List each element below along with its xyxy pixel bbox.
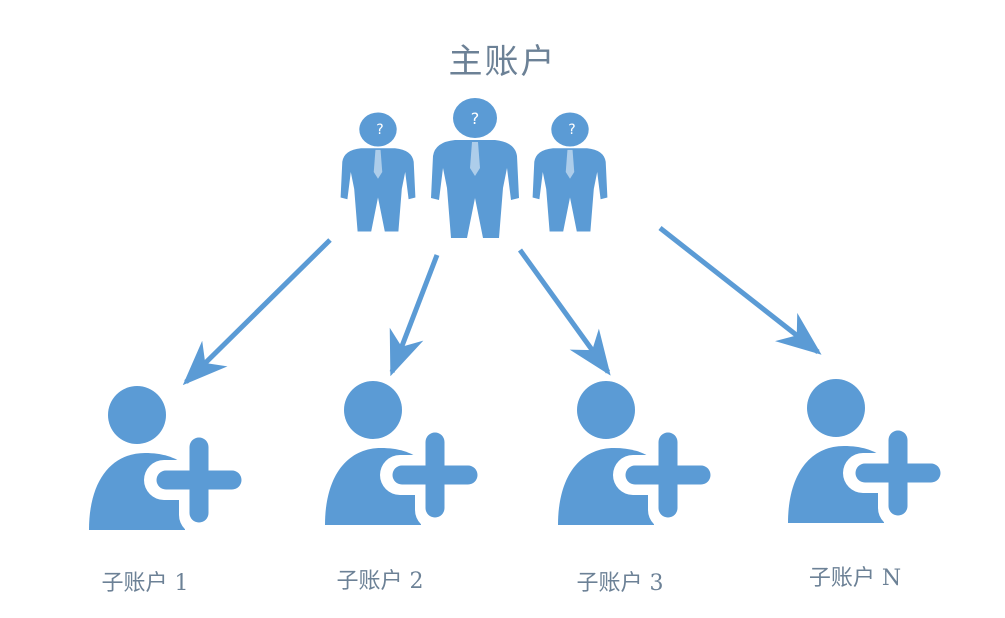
add-user-icon: [558, 381, 703, 525]
main-account-title: 主账户: [448, 42, 557, 82]
sub-account-label-1: 子账户 1: [101, 571, 189, 596]
arrow-to-sub-3: [517, 248, 611, 376]
question-mark: ?: [376, 122, 383, 138]
sub-account-label-2: 子账户 2: [336, 569, 424, 594]
question-mark: ?: [568, 122, 575, 138]
add-user-icon: [89, 386, 234, 530]
arrow-to-sub-2: [389, 254, 440, 377]
question-mark: ?: [471, 109, 480, 128]
add-user-icon: [325, 381, 470, 525]
add-user-icon: [788, 379, 933, 523]
arrow-to-sub-n: [658, 226, 822, 355]
arrow-to-sub-1: [182, 238, 332, 386]
main-account-group-icon: ? ? ?: [340, 98, 608, 238]
sub-account-label-n: 子账户 N: [808, 566, 902, 591]
sub-account-label-3: 子账户 3: [576, 571, 664, 596]
